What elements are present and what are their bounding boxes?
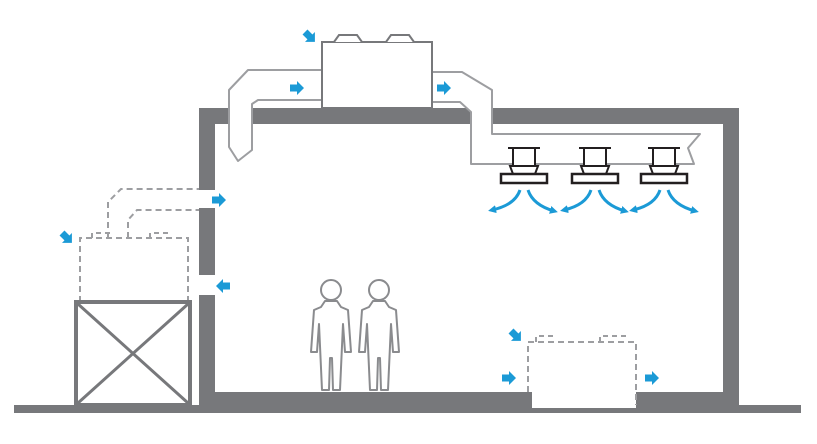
rooftop-fan-left bbox=[333, 34, 363, 43]
occupants bbox=[310, 279, 400, 391]
airflow-curve-icon bbox=[597, 189, 629, 214]
exterior-duct-inner bbox=[127, 209, 199, 238]
wall-opening-supply bbox=[199, 190, 215, 208]
rooftop-fan-right bbox=[385, 34, 415, 43]
right-wall bbox=[723, 108, 739, 408]
floor-unit-fans bbox=[535, 335, 630, 342]
supply-duct bbox=[432, 71, 701, 165]
floor-intake-arrow-icon bbox=[506, 326, 526, 346]
floor-unit-dashed bbox=[527, 341, 637, 405]
ground-line bbox=[14, 405, 801, 413]
wall-opening-return bbox=[199, 275, 215, 295]
diffuser-airflow bbox=[488, 189, 699, 214]
diffusers bbox=[499, 146, 689, 185]
rooftop-unit bbox=[321, 41, 433, 109]
exterior-unit-dashed bbox=[79, 237, 189, 302]
person-icon bbox=[310, 279, 352, 391]
floor-inlet-arrow-icon bbox=[502, 371, 516, 385]
airflow-curve-icon bbox=[666, 189, 699, 214]
return-arrow-icon bbox=[216, 279, 230, 293]
airflow-curve-icon bbox=[488, 189, 522, 214]
airflow-curve-icon bbox=[560, 189, 593, 214]
floor-outlet-arrow-icon bbox=[645, 371, 659, 385]
rooftop-ductwork bbox=[228, 34, 701, 165]
floor-unit-gap bbox=[532, 392, 636, 408]
exterior-duct-outer bbox=[107, 188, 199, 238]
exterior-unit bbox=[74, 188, 199, 407]
floor bbox=[199, 392, 739, 408]
left-wall bbox=[199, 108, 215, 408]
exterior-intake-arrow-icon bbox=[57, 228, 77, 248]
person-icon bbox=[358, 279, 400, 391]
floor-unit bbox=[527, 335, 637, 408]
roof bbox=[199, 108, 739, 124]
exterior-unit-fans bbox=[91, 232, 172, 238]
airflow-curve-icon bbox=[629, 189, 662, 214]
unit-stand-cross bbox=[76, 302, 190, 405]
intake-arrow-icon bbox=[300, 27, 320, 47]
airflow-curve-icon bbox=[526, 189, 558, 214]
